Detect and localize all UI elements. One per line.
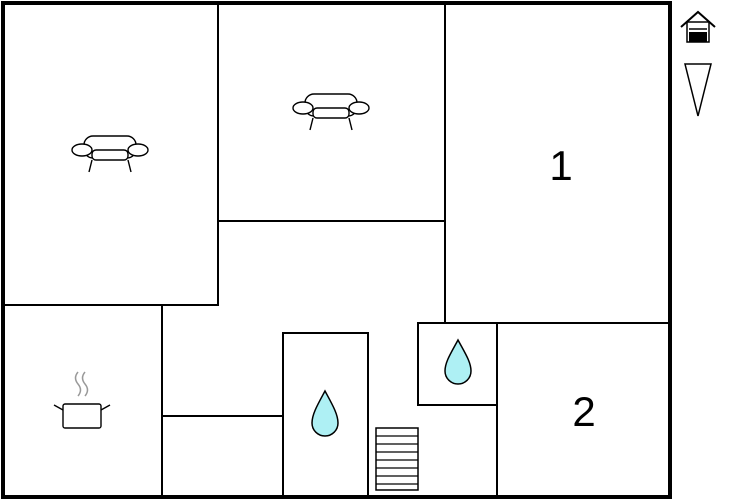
room-label-1: 1 [549,142,572,189]
water-drop-icon [444,338,472,385]
water-drop-icon [311,389,339,437]
sofa-icon [71,135,149,173]
room-bathroom-1 [282,332,369,498]
room-bedroom-2 [496,322,671,498]
north-arrow-icon [684,63,712,117]
sofa-icon [292,93,370,131]
room-utility [161,415,284,498]
cooking-pot-icon [53,371,111,429]
room-kitchen [2,304,163,498]
stairs-icon [375,427,419,491]
room-label-2: 2 [572,388,595,435]
house-icon [680,10,716,43]
